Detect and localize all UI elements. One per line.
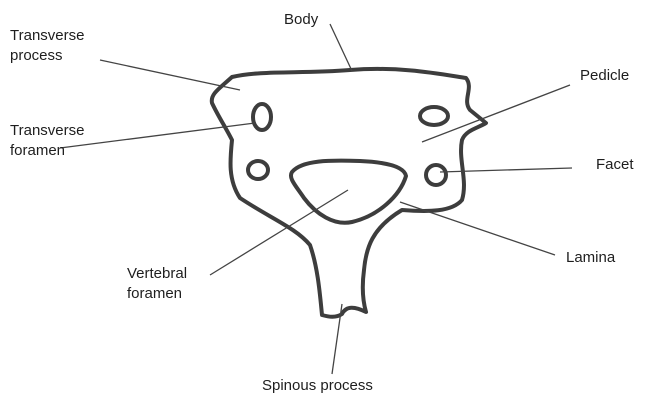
right-facet-hole bbox=[426, 165, 446, 185]
right-transverse-foramen-hole bbox=[420, 107, 448, 125]
label-lamina-text: Lamina bbox=[566, 248, 615, 268]
left-facet-hole bbox=[248, 161, 268, 179]
label-body: Body bbox=[284, 10, 318, 30]
label-vertebral-foramen-line-2: foramen bbox=[127, 284, 187, 304]
label-transverse-foramen: Transverse foramen bbox=[10, 121, 84, 161]
label-pedicle: Pedicle bbox=[580, 66, 629, 86]
label-transverse-process: Transverse process bbox=[10, 26, 84, 66]
leader-lamina bbox=[400, 202, 555, 255]
label-spinous-process: Spinous process bbox=[262, 376, 373, 396]
label-body-text: Body bbox=[284, 10, 318, 30]
leader-body bbox=[330, 24, 352, 71]
label-transverse-process-line-2: process bbox=[10, 46, 84, 66]
label-facet-text: Facet bbox=[596, 155, 634, 175]
leader-transverse-process bbox=[100, 60, 240, 90]
label-spinous-process-text: Spinous process bbox=[262, 376, 373, 396]
leader-transverse-foramen bbox=[60, 123, 255, 148]
label-pedicle-text: Pedicle bbox=[580, 66, 629, 86]
left-transverse-foramen-hole bbox=[253, 104, 271, 130]
label-lamina: Lamina bbox=[566, 248, 615, 268]
label-transverse-process-line-1: Transverse bbox=[10, 26, 84, 46]
label-facet: Facet bbox=[596, 155, 634, 175]
label-vertebral-foramen-line-1: Vertebral bbox=[127, 264, 187, 284]
label-transverse-foramen-line-2: foramen bbox=[10, 141, 84, 161]
label-vertebral-foramen: Vertebral foramen bbox=[127, 264, 187, 304]
label-transverse-foramen-line-1: Transverse bbox=[10, 121, 84, 141]
